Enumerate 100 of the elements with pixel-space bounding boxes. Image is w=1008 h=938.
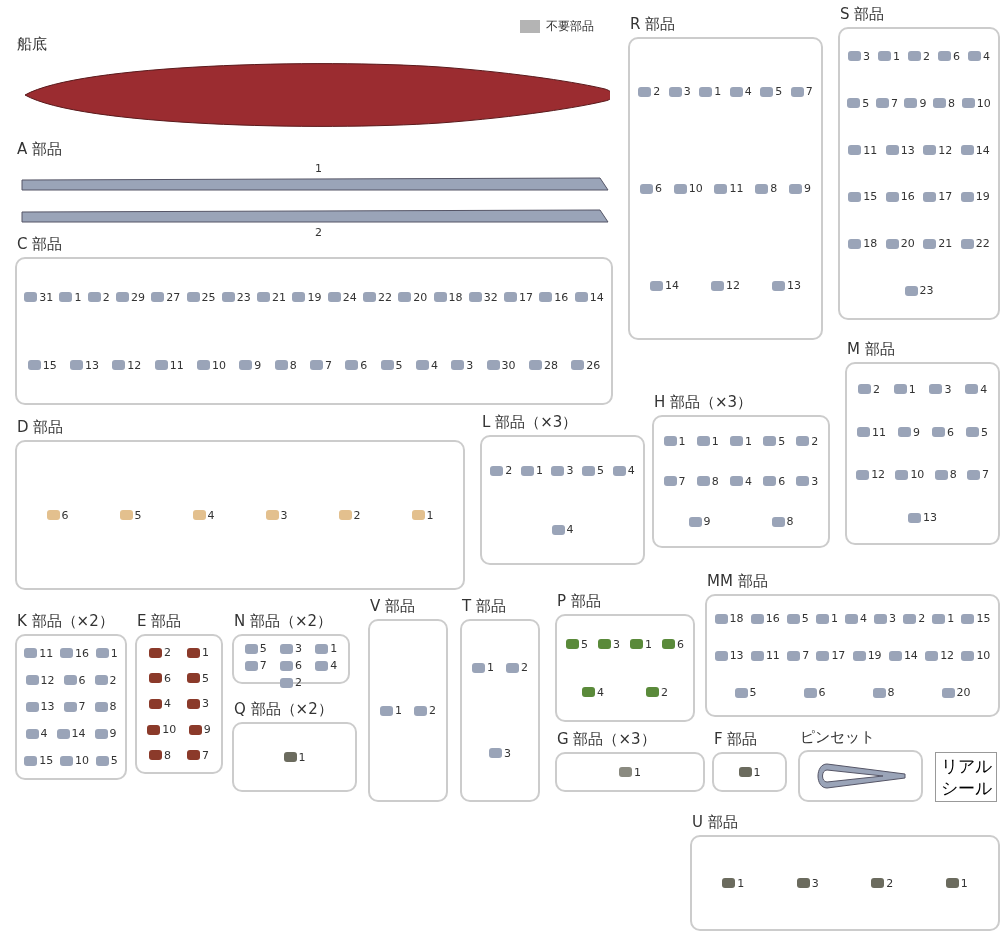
- part-number: 2: [315, 226, 322, 239]
- part-number: 10: [75, 754, 89, 768]
- part-number: 7: [805, 85, 813, 98]
- part-number: 22: [975, 237, 990, 251]
- part-number: 15: [863, 190, 878, 204]
- part-number: 1: [960, 876, 968, 890]
- section-heading: P 部品: [557, 592, 601, 611]
- part-number: 8: [786, 515, 794, 529]
- part-number: 20: [956, 686, 971, 699]
- part-number: 28: [543, 358, 558, 372]
- section-heading: Q 部品（×2）: [234, 700, 333, 719]
- section-heading: MM 部品: [707, 572, 768, 591]
- part-number: 4: [40, 727, 48, 741]
- part-number: 12: [127, 358, 142, 372]
- part-number: 4: [744, 475, 752, 488]
- part-number: 17: [938, 190, 953, 204]
- part-number: 5: [981, 425, 988, 439]
- part-number: 4: [744, 85, 752, 98]
- part-number: 2: [102, 290, 110, 304]
- part-number: 9: [804, 182, 812, 195]
- part-number: 13: [729, 649, 744, 662]
- part-number: 3: [613, 637, 620, 651]
- part-number: 1: [535, 464, 543, 477]
- part-number: 2: [918, 612, 926, 625]
- part-number: 1: [753, 765, 761, 779]
- part-number: 30: [501, 358, 516, 372]
- part-number: 3: [683, 85, 691, 98]
- part-number: 2: [811, 434, 819, 448]
- part-number: 3: [863, 49, 870, 63]
- part-number: 20: [900, 237, 915, 251]
- part-number: 9: [913, 425, 920, 439]
- part-number: 1: [74, 290, 82, 304]
- part-number: 7: [78, 700, 86, 714]
- part-number: 2: [505, 464, 513, 477]
- part-number: 1: [678, 434, 686, 448]
- part-number: 24: [342, 290, 357, 304]
- part-number: 8: [948, 96, 956, 110]
- part-number: 15: [39, 754, 54, 768]
- part-number: 3: [202, 697, 209, 711]
- part-number: 2: [872, 382, 880, 396]
- section-heading: N 部品（×2）: [234, 612, 333, 631]
- part-number: 5: [778, 434, 786, 448]
- part-number: 3: [944, 382, 952, 396]
- part-number: 4: [207, 508, 215, 522]
- section-heading: A 部品: [17, 140, 63, 159]
- section-heading: L 部品（×3）: [482, 413, 578, 432]
- part-number: 8: [887, 686, 895, 699]
- part-number: 1: [426, 508, 434, 522]
- section-heading: S 部品: [840, 5, 885, 24]
- part-number: 18: [729, 612, 744, 625]
- part-number: 17: [519, 290, 534, 304]
- part-number: 1: [744, 434, 752, 448]
- part-number: 5: [801, 612, 809, 625]
- part-number: 1: [298, 750, 306, 764]
- part-number: 5: [202, 671, 209, 685]
- part-number: 21: [272, 290, 287, 304]
- part-number: 7: [678, 475, 686, 488]
- part-number: 5: [775, 85, 783, 98]
- section-heading: U 部品: [692, 813, 738, 832]
- part-number: 7: [890, 96, 898, 110]
- part-number: 2: [923, 49, 930, 63]
- part-number: 12: [40, 673, 55, 687]
- part-number: 3: [280, 508, 288, 522]
- part-number: 32: [483, 290, 498, 304]
- part-number: 2: [521, 661, 528, 675]
- part-number: 18: [448, 290, 463, 304]
- part-number: 13: [40, 700, 55, 714]
- part-number: 11: [39, 646, 54, 660]
- part-number: 1: [893, 49, 900, 63]
- part-number: 26: [586, 358, 601, 372]
- part-number: 10: [688, 182, 703, 195]
- part-number: 15: [42, 358, 57, 372]
- part-number: 3: [811, 475, 819, 488]
- part-number: 1: [714, 85, 722, 98]
- section-heading: M 部品: [847, 340, 895, 359]
- part-number: 7: [802, 649, 810, 662]
- part-number: 1: [315, 162, 322, 175]
- part-number: 7: [324, 358, 332, 372]
- part-number: 2: [661, 685, 668, 699]
- part-number: 2: [429, 704, 436, 717]
- part-number: 2: [164, 646, 171, 660]
- part-number: 14: [589, 290, 604, 304]
- part-number: 12: [726, 279, 740, 292]
- part-number: 12: [940, 649, 955, 662]
- part-number: 6: [295, 659, 302, 672]
- section-heading: V 部品: [370, 597, 416, 616]
- part-number: 1: [908, 382, 916, 396]
- part-number: 5: [749, 686, 757, 699]
- part-number: 21: [938, 237, 953, 251]
- part-number: 6: [818, 686, 826, 699]
- part-number: 7: [259, 659, 267, 672]
- part-number: 9: [109, 727, 117, 741]
- part-number: 10: [211, 358, 226, 372]
- part-number: 19: [867, 649, 882, 662]
- part-number: 1: [634, 765, 641, 779]
- part-number: 9: [919, 96, 927, 110]
- part-number: 1: [947, 612, 955, 625]
- part-number: 15: [976, 612, 991, 625]
- part-number: 3: [504, 746, 511, 760]
- part-number: 14: [975, 143, 990, 157]
